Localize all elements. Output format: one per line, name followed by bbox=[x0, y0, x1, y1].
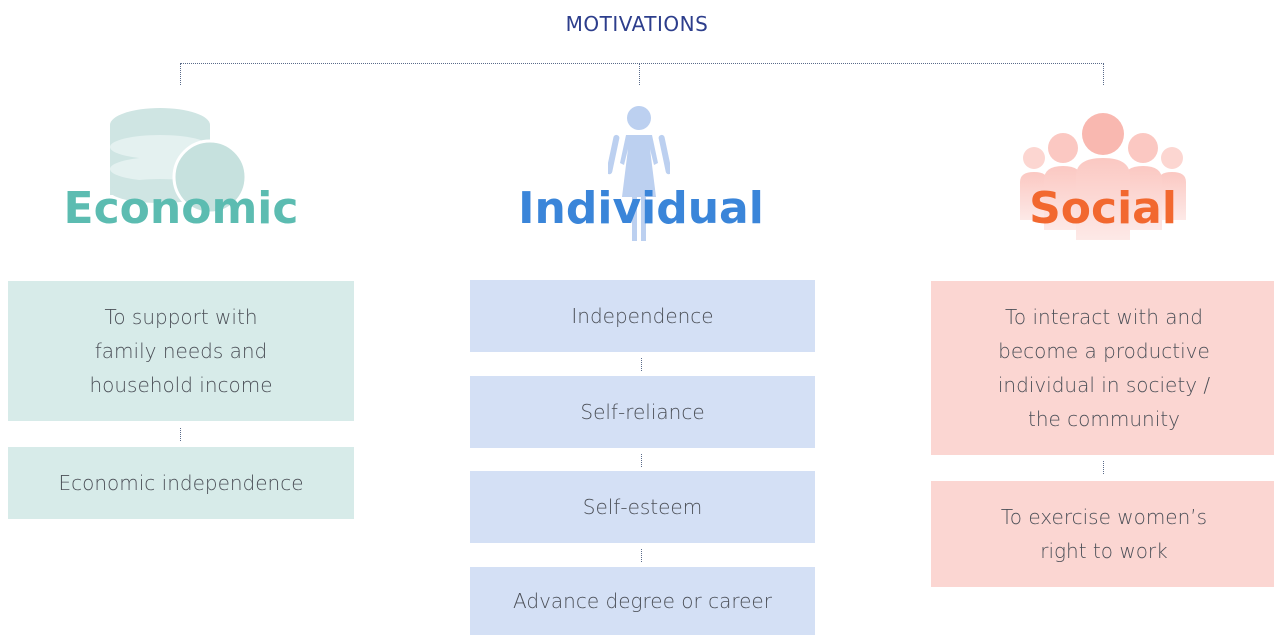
top-connector-line bbox=[181, 63, 1104, 64]
individual-item-1: Independence bbox=[470, 280, 815, 352]
connector-ind-1-2 bbox=[641, 358, 642, 371]
individual-item-4: Advance degree or career bbox=[470, 567, 815, 635]
social-item-1: To interact with and become a productive… bbox=[931, 281, 1274, 455]
economic-item-1: To support with family needs and househo… bbox=[8, 281, 354, 421]
individual-heading: Individual bbox=[518, 183, 764, 234]
individual-item-2: Self-reliance bbox=[470, 376, 815, 448]
connector-soc-1-2 bbox=[1103, 461, 1104, 474]
connector-economic bbox=[180, 63, 181, 85]
connector-individual bbox=[639, 63, 640, 85]
economic-item-2: Economic independence bbox=[8, 447, 354, 519]
connector-ind-3-4 bbox=[641, 549, 642, 562]
social-heading: Social bbox=[1029, 183, 1177, 234]
diagram-title: MOTIVATIONS bbox=[565, 12, 709, 36]
woman-icon bbox=[606, 105, 672, 247]
social-item-2: To exercise women’s right to work bbox=[931, 481, 1274, 587]
coins-icon bbox=[108, 105, 248, 225]
individual-item-3: Self-esteem bbox=[470, 471, 815, 543]
connector-social bbox=[1103, 63, 1104, 85]
connector-ind-2-3 bbox=[641, 454, 642, 467]
connector-eco-1-2 bbox=[180, 428, 181, 441]
economic-heading: Economic bbox=[63, 183, 299, 234]
group-people-icon bbox=[1018, 110, 1188, 242]
